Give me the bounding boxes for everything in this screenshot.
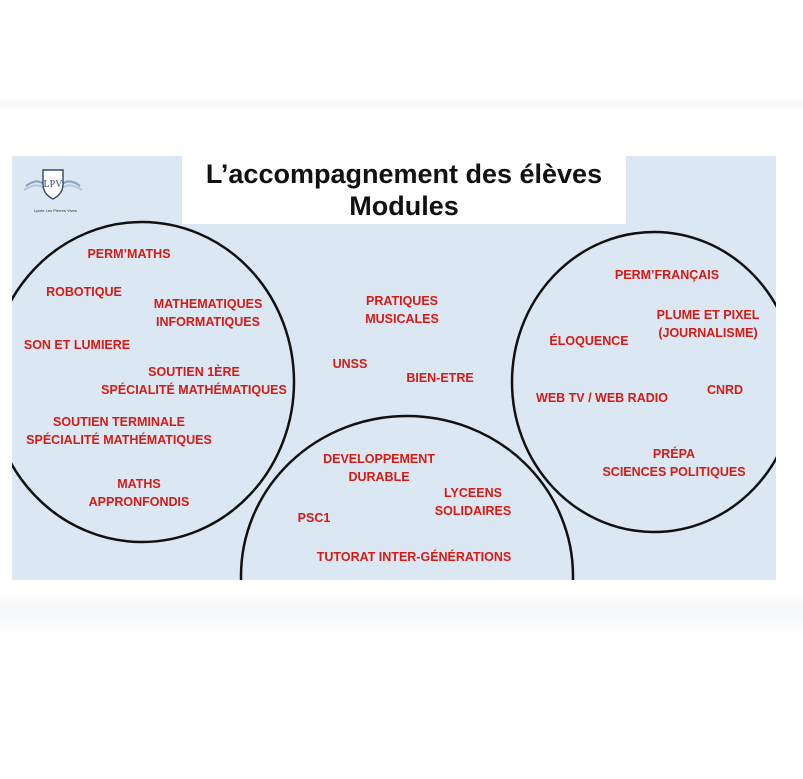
module-perm-maths: PERM’MATHS (87, 247, 171, 261)
module-robotique: ROBOTIQUE (46, 285, 122, 299)
module-plume-pixel: PLUME ET PIXEL(JOURNALISME) (656, 308, 760, 340)
right-circle (510, 230, 776, 534)
circles-layer (12, 220, 776, 580)
bottom-circle (239, 414, 575, 580)
modules-poster: LPV Lycée Les Pierres Vives L’accompagne… (12, 156, 776, 580)
module-bien-etre: BIEN-ETRE (406, 371, 474, 385)
page-title: L’accompagnement des élèves (205, 159, 603, 189)
module-son-lumiere: SON ET LUMIERE (23, 338, 131, 352)
module-perm-francais: PERM’FRANÇAIS (614, 268, 720, 282)
module-web-tv-radio: WEB TV / WEB RADIO (536, 391, 668, 405)
school-logo: LPV Lycée Les Pierres Vives (22, 164, 84, 216)
logo-caption: Lycée Les Pierres Vives (34, 208, 77, 213)
module-cnrd: CNRD (706, 383, 744, 397)
module-psc1: PSC1 (297, 511, 331, 525)
module-unss: UNSS (332, 357, 368, 371)
title-box: L’accompagnement des élèves Modules (182, 156, 626, 224)
module-tutorat: TUTORAT INTER-GÉNÉRATIONS (316, 550, 512, 564)
page-subtitle: Modules (349, 191, 459, 221)
shield-icon: LPV (23, 169, 83, 200)
module-eloquence: ÉLOQUENCE (549, 334, 629, 348)
svg-text:LPV: LPV (44, 179, 64, 190)
left-circle (12, 220, 296, 544)
scan-shadow-bottom (0, 592, 803, 638)
scan-shadow-top (0, 98, 803, 110)
